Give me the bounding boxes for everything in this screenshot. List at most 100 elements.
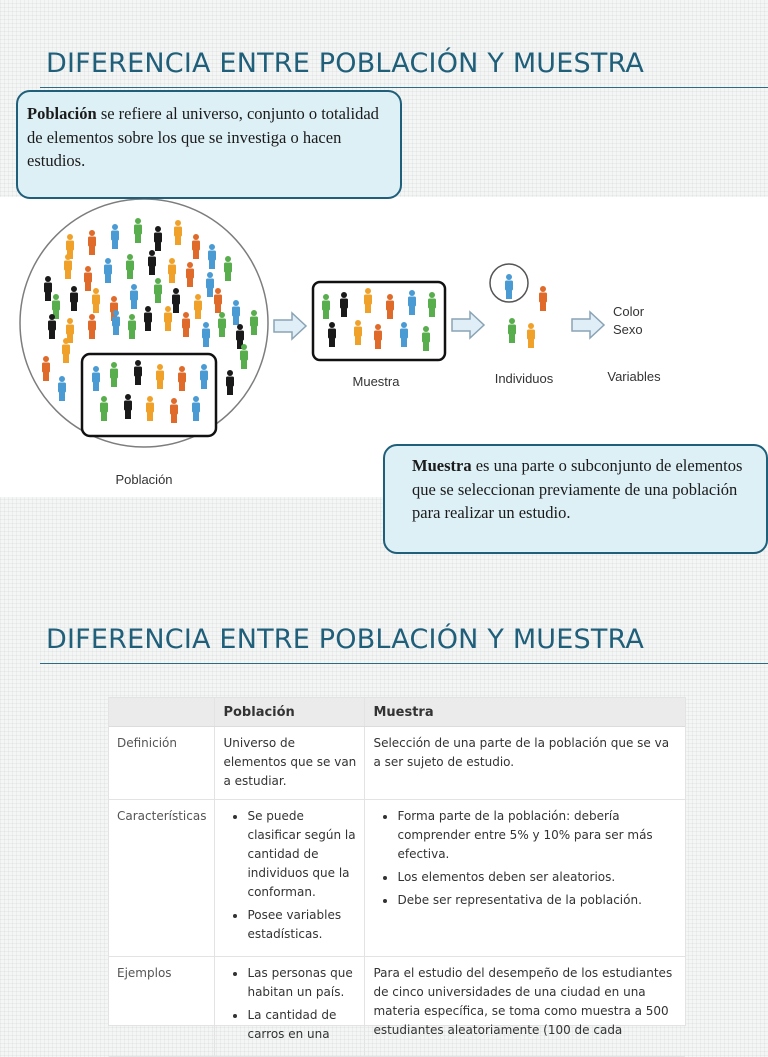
bullet-list: Forma parte de la población: debería com… <box>373 807 677 910</box>
person-icon <box>146 396 154 421</box>
callout-muestra: Muestra es una parte o subconjunto de el… <box>383 444 768 554</box>
person-icon <box>156 364 164 389</box>
arrows <box>273 310 606 341</box>
slide2-title-rule <box>40 663 768 664</box>
table-row-caracteristicas: Características Se puede clasificar segú… <box>109 799 685 957</box>
person-icon <box>192 396 200 421</box>
person-icon <box>224 256 232 281</box>
list-item: Los elementos deben ser aleatorios. <box>397 868 677 887</box>
person-icon <box>505 274 513 299</box>
table-row-ejemplos: Ejemplos Las personas que habitan un paí… <box>109 956 685 1057</box>
callout-poblacion: Población se refiere al universo, conjun… <box>16 90 402 199</box>
arrow-right-icon <box>571 310 606 340</box>
person-icon <box>44 276 52 301</box>
person-icon <box>340 292 348 317</box>
person-icon <box>364 288 372 313</box>
slide1-title: DIFERENCIA ENTRE POBLACIÓN Y MUESTRA <box>46 48 645 79</box>
person-icon <box>240 344 248 369</box>
person-icon <box>66 234 74 259</box>
list-item: Debe ser representativa de la población. <box>397 891 677 910</box>
population-people <box>42 218 258 401</box>
cell-muestra: Selección de una parte de la población q… <box>364 726 685 800</box>
person-icon <box>226 370 234 395</box>
label-variables: Variables <box>607 369 661 384</box>
population-sample-box <box>80 352 218 438</box>
person-icon <box>218 312 226 337</box>
label-individuos: Individuos <box>495 371 554 386</box>
person-icon <box>154 278 162 303</box>
person-icon <box>52 294 60 319</box>
callout-muestra-term: Muestra <box>412 456 472 475</box>
person-icon <box>208 244 216 269</box>
person-icon <box>172 288 180 313</box>
list-item: La cantidad de carros en una <box>247 1006 356 1044</box>
person-icon <box>100 396 108 421</box>
person-icon <box>206 272 214 297</box>
person-icon <box>88 230 96 255</box>
list-item: Se puede clasificar según la cantidad de… <box>247 807 356 902</box>
person-icon <box>112 310 120 335</box>
individuos-people <box>505 274 547 348</box>
person-icon <box>508 318 516 343</box>
person-icon <box>110 362 118 387</box>
person-icon <box>148 250 156 275</box>
person-icon <box>322 294 330 319</box>
person-icon <box>182 312 190 337</box>
row-label: Características <box>109 799 215 957</box>
label-color: Color <box>613 304 645 319</box>
person-icon <box>186 262 194 287</box>
callout-poblacion-text: se refiere al universo, conjunto o total… <box>27 104 379 170</box>
person-icon <box>70 286 78 311</box>
person-icon <box>386 294 394 319</box>
person-icon <box>168 258 176 283</box>
cell-muestra: Para el estudio del desempeño de los est… <box>364 956 685 1057</box>
person-icon <box>88 314 96 339</box>
slide2-title: DIFERENCIA ENTRE POBLACIÓN Y MUESTRA <box>46 624 645 655</box>
comparison-table: Población Muestra Definición Universo de… <box>108 697 686 1057</box>
person-icon <box>202 322 210 347</box>
person-icon <box>84 266 92 291</box>
person-icon <box>154 226 162 251</box>
person-icon <box>236 324 244 349</box>
label-poblacion: Población <box>115 472 172 487</box>
person-icon <box>408 290 416 315</box>
person-icon <box>134 218 142 243</box>
person-icon <box>214 288 222 313</box>
table-row-definicion: Definición Universo de elementos que se … <box>109 726 685 800</box>
person-icon <box>200 364 208 389</box>
person-icon <box>48 314 56 339</box>
person-icon <box>192 234 200 259</box>
person-icon <box>128 314 136 339</box>
person-icon <box>539 286 547 311</box>
arrow-right-icon <box>451 310 486 340</box>
table-header-row: Población Muestra <box>109 698 685 727</box>
arrow-right-icon <box>273 311 308 341</box>
person-icon <box>400 322 408 347</box>
callout-poblacion-term: Población <box>27 104 97 123</box>
person-icon <box>42 356 50 381</box>
bullet-list: Se puede clasificar según la cantidad de… <box>223 807 356 944</box>
person-icon <box>174 220 182 245</box>
label-muestra: Muestra <box>353 374 401 389</box>
person-icon <box>178 366 186 391</box>
person-icon <box>374 324 382 349</box>
figure-svg: Población Muestra Individuos Variables C… <box>19 198 661 487</box>
person-icon <box>58 376 66 401</box>
person-icon <box>170 398 178 423</box>
bullet-list: Las personas que habitan un país. La can… <box>223 964 356 1044</box>
population-sample-figure: Población Muestra Individuos Variables C… <box>0 197 768 497</box>
table-header-poblacion: Población <box>214 698 365 727</box>
label-sexo: Sexo <box>613 322 643 337</box>
person-icon <box>64 254 72 279</box>
table-header-muestra: Muestra <box>364 698 685 727</box>
list-item: Forma parte de la población: debería com… <box>397 807 677 864</box>
person-icon <box>354 320 362 345</box>
person-icon <box>134 360 142 385</box>
muestra-people <box>322 288 436 351</box>
cell-muestra: Forma parte de la población: debería com… <box>364 799 685 957</box>
person-icon <box>130 284 138 309</box>
person-icon <box>124 394 132 419</box>
cell-poblacion: Se puede clasificar según la cantidad de… <box>214 799 365 957</box>
person-icon <box>194 294 202 319</box>
callout-muestra-text: es una parte o subconjunto de elementos … <box>412 456 743 522</box>
